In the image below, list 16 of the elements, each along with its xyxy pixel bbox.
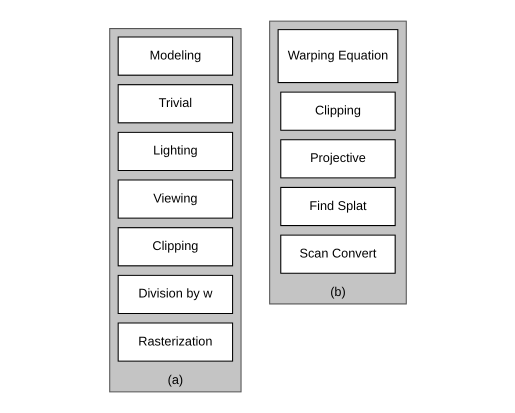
node-box: Find Splat: [280, 186, 396, 226]
cluster: [268, 20, 406, 304]
node-box: Lighting: [117, 132, 233, 172]
node-label: (a): [167, 372, 183, 388]
node-box: Rasterization: [117, 322, 233, 362]
cluster: [108, 28, 242, 392]
node-box: Warping Equation: [277, 29, 398, 84]
node-label: (b): [330, 284, 346, 300]
node-box: Scan Convert: [280, 234, 396, 274]
node-box: Clipping: [117, 227, 233, 266]
node-box: Division by w: [117, 274, 233, 314]
node-box: Projective: [280, 139, 396, 178]
node-box: Trivial: [117, 84, 233, 124]
node-box: Viewing: [117, 180, 233, 219]
node-box: Clipping: [280, 92, 396, 131]
node-box: Modeling: [117, 36, 233, 76]
